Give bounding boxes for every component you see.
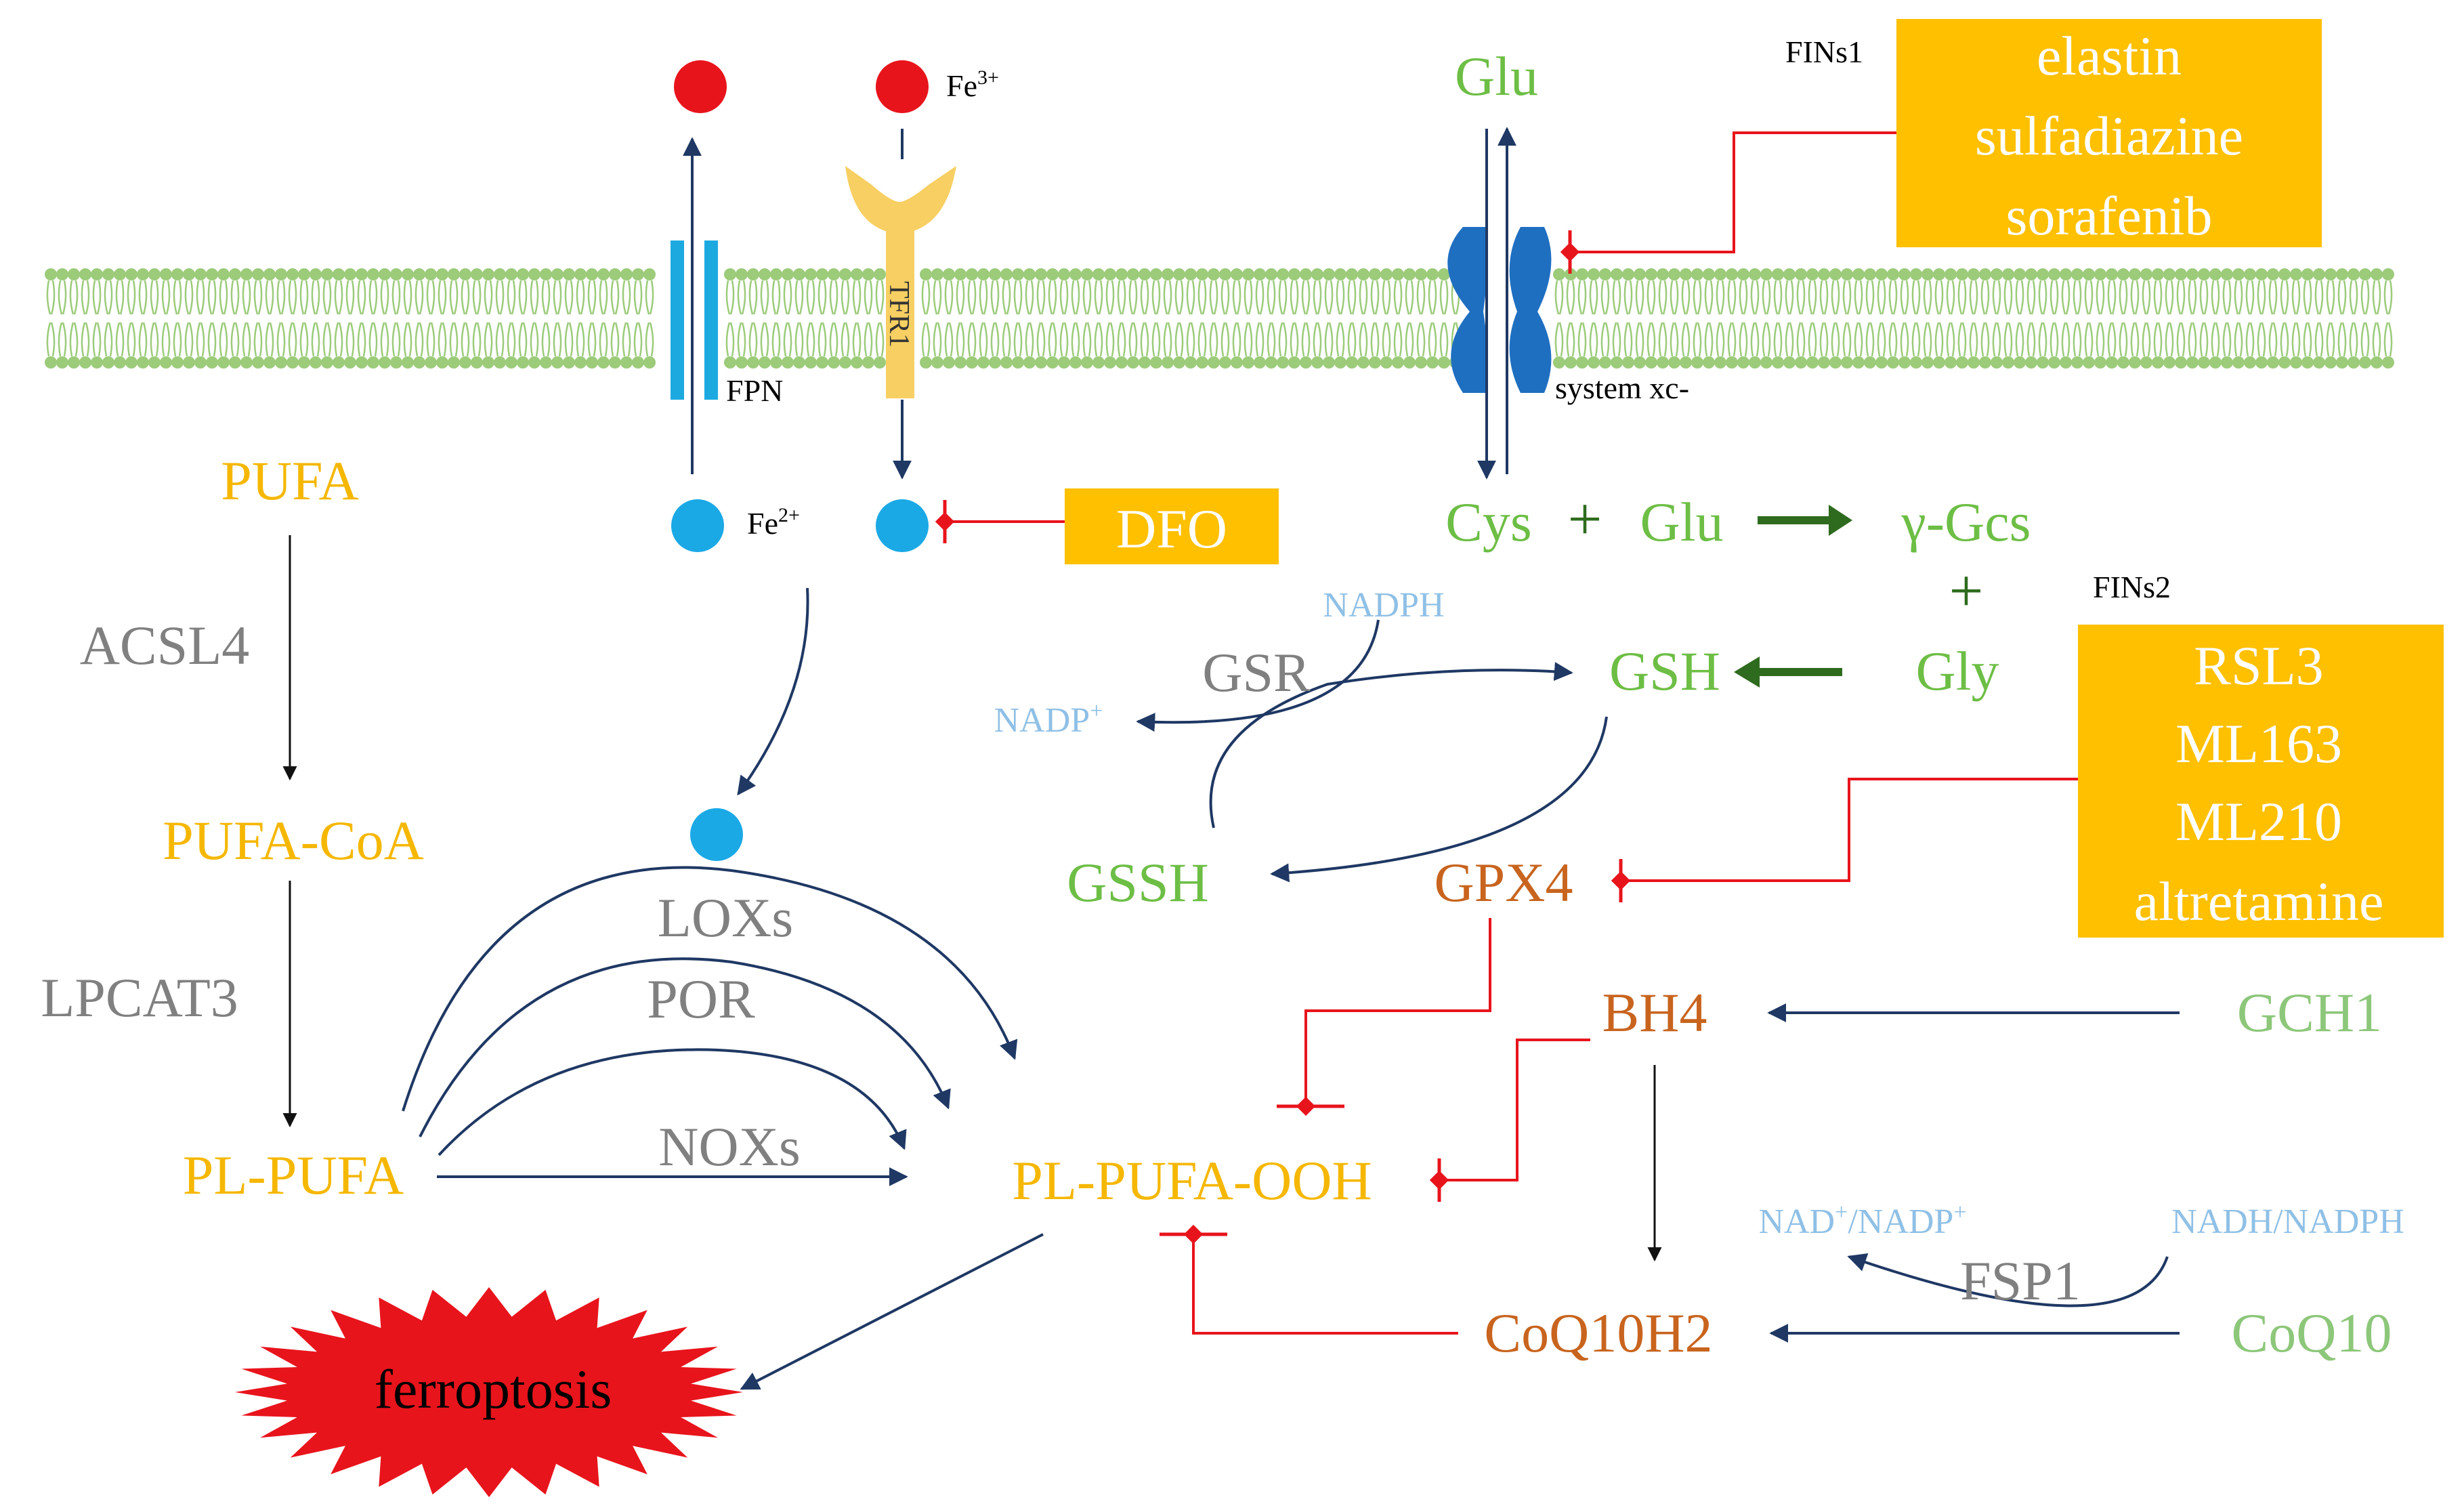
arrow-nadph-to-nadp: [1136, 619, 1380, 732]
fe2-circle-labile: [690, 808, 743, 861]
fsp1-label: FSP1: [1960, 1250, 2081, 1312]
fins1-box: [1896, 19, 2322, 247]
arrow-gsh-to-gssh: [1270, 716, 1608, 883]
fe3-circle-right: [876, 60, 929, 113]
gpx4-label: GPX4: [1434, 852, 1573, 913]
fins2-inhibition-diamond: [1611, 871, 1631, 891]
lpcat3-label: LPCAT3: [41, 967, 238, 1028]
fins1-title: FINs1: [1785, 35, 1863, 69]
fins2-item-1: RSL3: [2194, 635, 2323, 696]
pl-pufa-label: PL-PUFA: [183, 1144, 404, 1206]
loxs-label: LOXs: [658, 887, 793, 948]
fe2-circle-right: [876, 499, 929, 552]
plus-gcs-gly: +: [1949, 558, 1984, 625]
fins1-inhibition-diamond: [1560, 242, 1580, 262]
dfo-label: DFO: [1116, 498, 1227, 560]
tfr1-label: TFR1: [883, 281, 914, 348]
arrow-gssh-to-gsh: [1209, 662, 1573, 829]
gch1-label: GCH1: [2237, 982, 2382, 1043]
arrow-nadh-to-nad: [1847, 1253, 2169, 1307]
cell-membrane: [45, 268, 2394, 369]
fins1-item-3: sorafenib: [2005, 185, 2212, 247]
fins2-title: FINs2: [2093, 570, 2171, 604]
nad-nadp-label: NAD+/NADP+: [1758, 1200, 1966, 1241]
nadh-nadph-label: NADH/NADPH: [2171, 1202, 2404, 1241]
arrow-loxs: [402, 866, 1018, 1112]
cys-label: Cys: [1445, 491, 1532, 553]
gsr-label: GSR: [1202, 642, 1311, 703]
coq10h2-inhibition-line: [1192, 1234, 1458, 1335]
pufa-label: PUFA: [221, 450, 359, 511]
arrow-por: [419, 957, 951, 1137]
bh4-inhibition-line: [1439, 1039, 1590, 1181]
gssh-label: GSSH: [1067, 852, 1209, 913]
gly-label: Gly: [1916, 640, 1999, 702]
fins1-inhibition-line: [1570, 131, 1896, 253]
arrow-por-inner: [438, 1048, 907, 1156]
arrow-ooh-to-ferroptosis: [740, 1233, 1044, 1390]
fins2-item-2: ML163: [2175, 713, 2342, 774]
fins2-inhibition-line: [1621, 778, 2078, 882]
fins1-item-2: sulfadiazine: [1975, 105, 2243, 167]
noxs-label: NOXs: [658, 1116, 801, 1177]
arrow-fe2-to-pool: [737, 587, 809, 796]
ferroptosis-burst: [235, 1287, 743, 1497]
plus-cys-glu: +: [1568, 486, 1602, 553]
fins2-item-3: ML210: [2175, 791, 2342, 852]
bh4-inhibition-diamond: [1429, 1170, 1449, 1190]
bh4-label: BH4: [1602, 982, 1707, 1043]
coq10h2-label: CoQ10H2: [1484, 1302, 1712, 1364]
glu-label: Glu: [1640, 491, 1724, 553]
por-label: POR: [647, 968, 755, 1030]
gsh-label: GSH: [1609, 640, 1720, 702]
arrowhead-glu-to-gcs: [1829, 505, 1852, 536]
dfo-box: [1065, 488, 1279, 564]
fe2-circle-left: [671, 499, 724, 552]
fe2-label: Fe2+: [747, 504, 800, 541]
fe3-circle-left: [674, 60, 727, 113]
fins2-item-4: altretamine: [2134, 871, 2384, 932]
pufa-coa-label: PUFA-CoA: [163, 810, 424, 871]
nadp-label: NADP+: [994, 698, 1103, 740]
coq10-label: CoQ10: [2232, 1302, 2392, 1364]
system-xc-label: system xc-: [1555, 371, 1689, 405]
fins1-item-1: elastin: [2037, 25, 2182, 87]
fe3-label: Fe3+: [946, 66, 999, 103]
fpn-label: FPN: [726, 373, 783, 408]
fpn-channel: [671, 240, 718, 400]
dfo-inhibition-diamond: [935, 511, 955, 532]
pl-pufa-ooh-label: PL-PUFA-OOH: [1012, 1150, 1372, 1211]
tfr1-receptor: [845, 166, 956, 398]
ferroptosis-label: ferroptosis: [375, 1358, 612, 1420]
gpx4-inhibition-line: [1304, 918, 1491, 1106]
arrowhead-gly-to-gsh: [1734, 656, 1760, 688]
gpx4-inhibition-diamond: [1296, 1096, 1316, 1116]
coq10h2-inhibition-diamond: [1183, 1224, 1204, 1244]
glu-top-label: Glu: [1455, 45, 1538, 107]
acsl4-label: ACSL4: [80, 614, 250, 676]
nadph-label: NADPH: [1323, 586, 1444, 625]
system-xc-transporter: [1447, 227, 1552, 393]
gamma-gcs-label: γ-Gcs: [1900, 491, 2031, 553]
fins2-box: [2078, 625, 2444, 938]
